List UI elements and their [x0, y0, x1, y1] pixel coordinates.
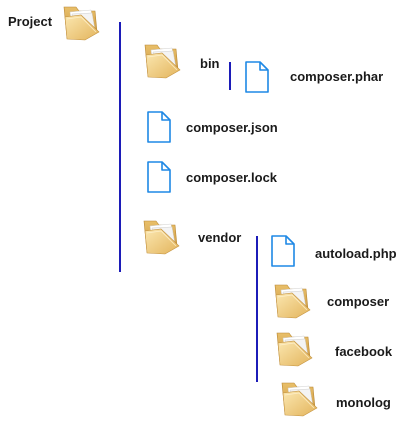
- folder-icon[interactable]: [278, 378, 320, 418]
- node-label-composer-phar: composer.phar: [290, 69, 384, 84]
- file-icon[interactable]: [146, 110, 172, 144]
- node-label-vendor: vendor: [198, 230, 242, 245]
- root-connector-line: [119, 22, 121, 272]
- bin-connector-line: [229, 62, 231, 90]
- node-label-bin: bin: [200, 56, 220, 71]
- file-icon[interactable]: [270, 234, 296, 268]
- node-label-project: Project: [8, 14, 53, 29]
- vendor-connector-line: [256, 236, 258, 382]
- node-label-monolog-dir: monolog: [336, 395, 391, 410]
- node-label-facebook-dir: facebook: [335, 344, 393, 359]
- file-icon[interactable]: [244, 60, 270, 94]
- folder-icon[interactable]: [60, 2, 102, 42]
- folder-icon[interactable]: [141, 40, 183, 80]
- file-icon[interactable]: [146, 160, 172, 194]
- folder-icon[interactable]: [271, 280, 313, 320]
- node-label-composer-json: composer.json: [186, 120, 278, 135]
- node-label-composer-lock: composer.lock: [186, 170, 278, 185]
- folder-icon[interactable]: [273, 328, 315, 368]
- folder-icon[interactable]: [140, 216, 182, 256]
- node-label-autoload-php: autoload.php: [315, 246, 397, 261]
- node-label-composer-dir: composer: [327, 294, 390, 309]
